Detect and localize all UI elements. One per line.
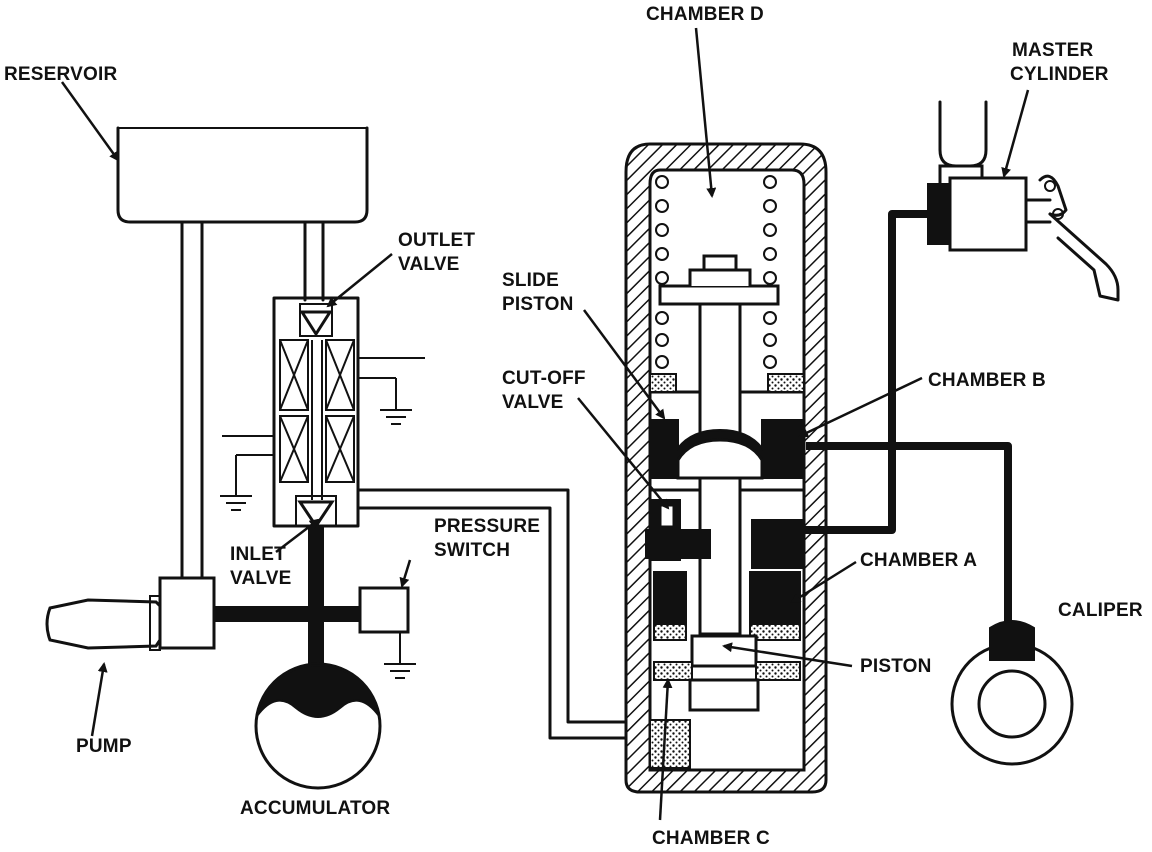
label-master-cylinder-2: CYLINDER <box>1010 64 1109 85</box>
label-outlet-valve-1: OUTLET <box>398 230 475 251</box>
pressure-switch <box>358 586 416 679</box>
master-cylinder-line <box>800 210 932 534</box>
spring-retainer <box>658 254 780 306</box>
label-pressure-switch-1: PRESSURE <box>434 516 540 537</box>
solenoid-valve-body <box>272 296 360 529</box>
label-chamber-c: CHAMBER C <box>652 828 770 849</box>
outlet-valve-seat <box>299 310 333 337</box>
accumulator <box>254 662 382 790</box>
reservoir-return-line <box>180 220 204 580</box>
master-cylinder <box>927 100 1120 302</box>
label-chamber-d: CHAMBER D <box>646 4 764 25</box>
reservoir-outlet-line <box>303 220 325 302</box>
label-chamber-b: CHAMBER B <box>928 370 1046 391</box>
inlet-valve-seat <box>297 500 335 529</box>
pump <box>45 576 216 651</box>
label-chamber-a: CHAMBER A <box>860 550 977 571</box>
label-caliper: CALIPER <box>1058 600 1143 621</box>
label-pump: PUMP <box>76 736 132 757</box>
label-piston: PISTON <box>860 656 932 677</box>
reservoir <box>116 126 369 224</box>
label-master-cylinder-1: MASTER <box>1012 40 1094 61</box>
cut-off-valve <box>645 499 805 569</box>
high-pressure-line <box>214 526 360 666</box>
label-slide-piston-2: PISTON <box>502 294 574 315</box>
slide-piston <box>649 373 805 480</box>
caliper <box>950 620 1074 766</box>
label-accumulator: ACCUMULATOR <box>240 798 390 819</box>
piston <box>649 571 801 769</box>
chamber-c-line <box>356 488 634 740</box>
labels: RESERVOIR CHAMBER D MASTER CYLINDER OUTL… <box>4 4 1143 849</box>
caliper-line <box>806 442 1012 636</box>
solenoid-wires <box>220 357 425 511</box>
label-inlet-valve-2: VALVE <box>230 568 292 589</box>
label-cut-off-valve-2: VALVE <box>502 392 564 413</box>
label-reservoir: RESERVOIR <box>4 64 117 85</box>
label-cut-off-valve-1: CUT-OFF <box>502 368 586 389</box>
leader-arrows <box>60 27 1030 821</box>
label-slide-piston-1: SLIDE <box>502 270 559 291</box>
label-inlet-valve-1: INLET <box>230 544 286 565</box>
label-outlet-valve-2: VALVE <box>398 254 460 275</box>
spring <box>655 175 777 369</box>
label-pressure-switch-2: SWITCH <box>434 540 510 561</box>
